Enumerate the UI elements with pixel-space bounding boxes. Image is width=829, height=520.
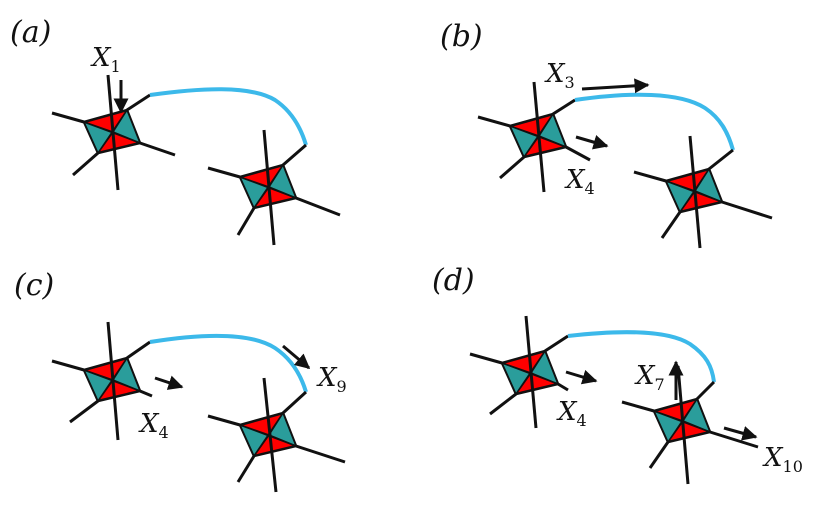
panel-label-d: (d) (432, 263, 475, 298)
label-x4-b: X4 (564, 165, 595, 198)
octahedron-b-right (633, 135, 773, 249)
panel-b: (b) X3 X4 (440, 19, 773, 249)
label-x4-c: X4 (138, 409, 169, 442)
label-x1: X1 (90, 43, 121, 76)
bond-c (149, 333, 308, 393)
octahedron-c-right (207, 377, 346, 493)
arrow-x4-d (565, 369, 598, 385)
panel-label-a: (a) (10, 15, 51, 50)
arrow-x9 (282, 344, 311, 370)
label-x9: X9 (316, 363, 347, 396)
octahedron-a-left (51, 74, 176, 191)
label-x10: X10 (762, 443, 803, 476)
arrow-x4-b (575, 135, 609, 150)
panel-c: (c) X4 X9 (14, 268, 347, 493)
label-x4-d: X4 (556, 397, 587, 430)
panel-d: (d) X4 X7 (432, 263, 803, 485)
label-x3: X3 (544, 59, 575, 92)
panel-label-b: (b) (440, 19, 483, 54)
octahedron-c-left (51, 321, 153, 441)
bond-a (149, 87, 308, 146)
arrow-x4-c (154, 375, 184, 390)
label-x7: X7 (634, 361, 665, 394)
panel-a: (a) X1 (10, 15, 341, 246)
octahedron-a-right (207, 129, 341, 246)
arrow-x10 (723, 426, 758, 441)
bond-b (574, 92, 735, 151)
arrow-x3 (581, 78, 650, 94)
octahedron-b-left (477, 81, 591, 193)
panel-label-c: (c) (14, 268, 54, 303)
octahedron-d-left (469, 315, 569, 429)
octahedron-d-right (621, 365, 759, 485)
bond-d (567, 330, 716, 383)
